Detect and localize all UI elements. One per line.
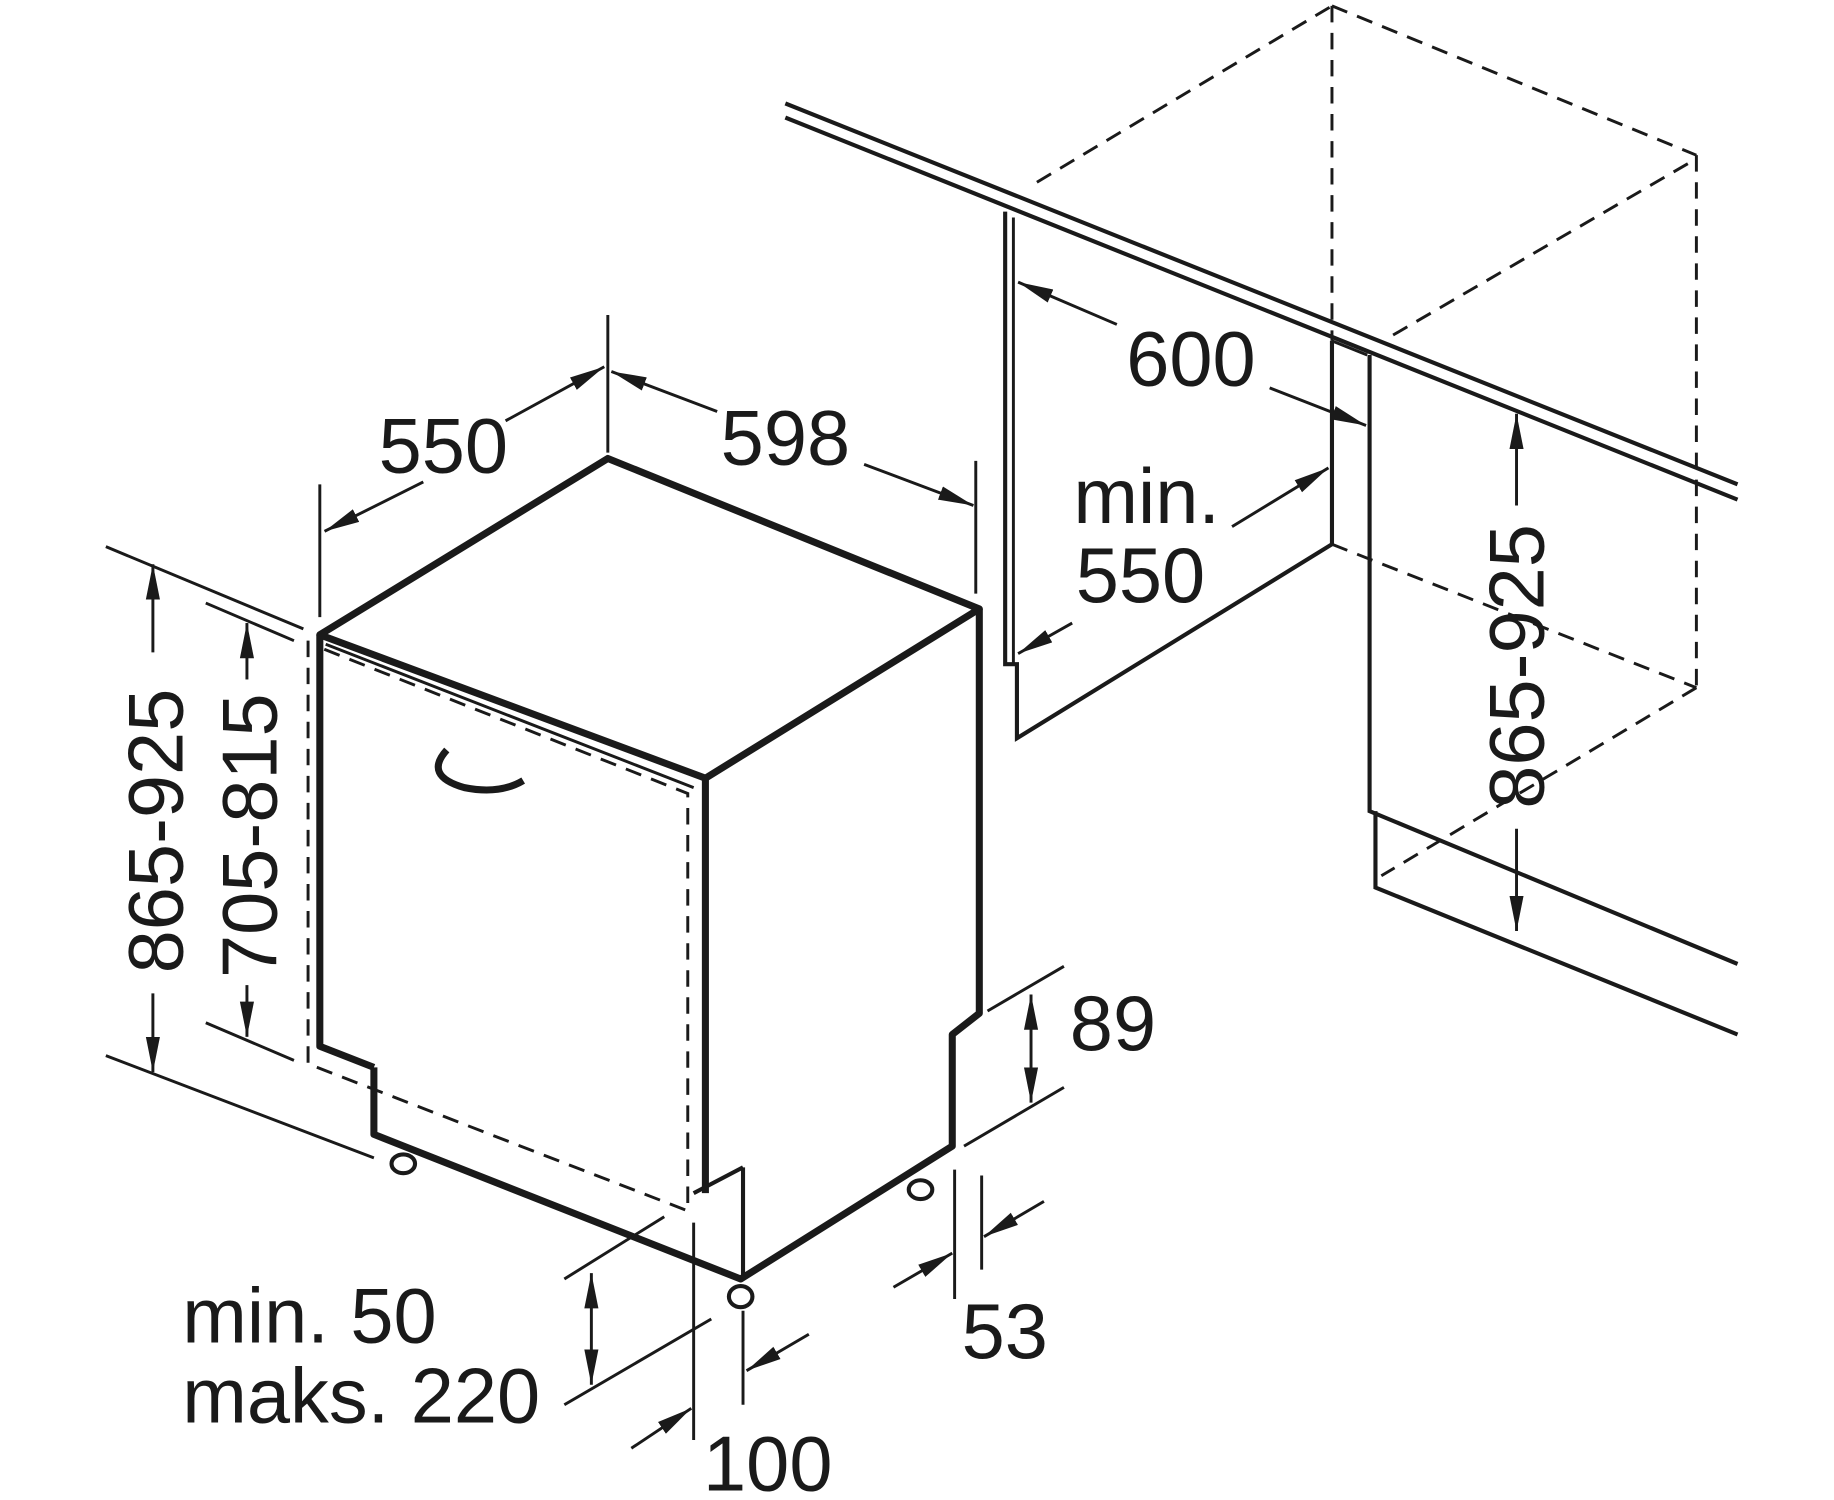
height-left-label: 865-925 [113,689,199,974]
niche-gap-line [1331,339,1368,357]
foot-offset-label: 53 [962,1289,1048,1375]
plinth-height-label: 89 [1070,981,1156,1067]
width-arrow [610,370,718,413]
adjustable-foot-icon [389,1152,935,1310]
dishwasher [306,454,983,1310]
depth-arrow [504,365,606,423]
niche-depth-min-label: min. [1073,454,1220,540]
door-top-edge [325,642,695,789]
dashed-door-outline [306,640,690,1213]
width-label: 598 [721,395,850,481]
plinth-min-label: min. 50 [182,1273,436,1359]
plinth-depth-arrow [630,1407,693,1450]
depth-label: 550 [379,404,508,490]
door-handle-icon [434,747,526,794]
right-cabinet-plinth [1373,811,1739,1037]
niche-depth-value-label: 550 [1076,533,1205,619]
niche-width-arrow [1017,280,1118,326]
plinth-max-label: maks. 220 [182,1353,540,1439]
dishwasher-side [370,608,983,1283]
countertop-edge [784,115,1739,502]
niche-dashed-volume [1036,4,1698,878]
door-height-label: 705-815 [207,693,293,978]
left-cabinet-side [1003,211,1335,742]
dishwasher-top [316,454,983,782]
height-right-label: 865-925 [1475,524,1561,809]
dishwasher-door [316,634,376,1071]
right-cabinet-side [1367,355,1739,966]
niche-width-label: 600 [1126,317,1255,403]
foot-offset-arrow [892,1251,954,1289]
dimension-lines [105,280,1524,1450]
kitchen-niche [784,4,1739,1037]
countertop-edge [784,101,1739,487]
door-bottom-edge [692,1165,744,1196]
niche-depth-arrow [1231,466,1330,528]
plinth-depth-label: 100 [703,1422,832,1500]
